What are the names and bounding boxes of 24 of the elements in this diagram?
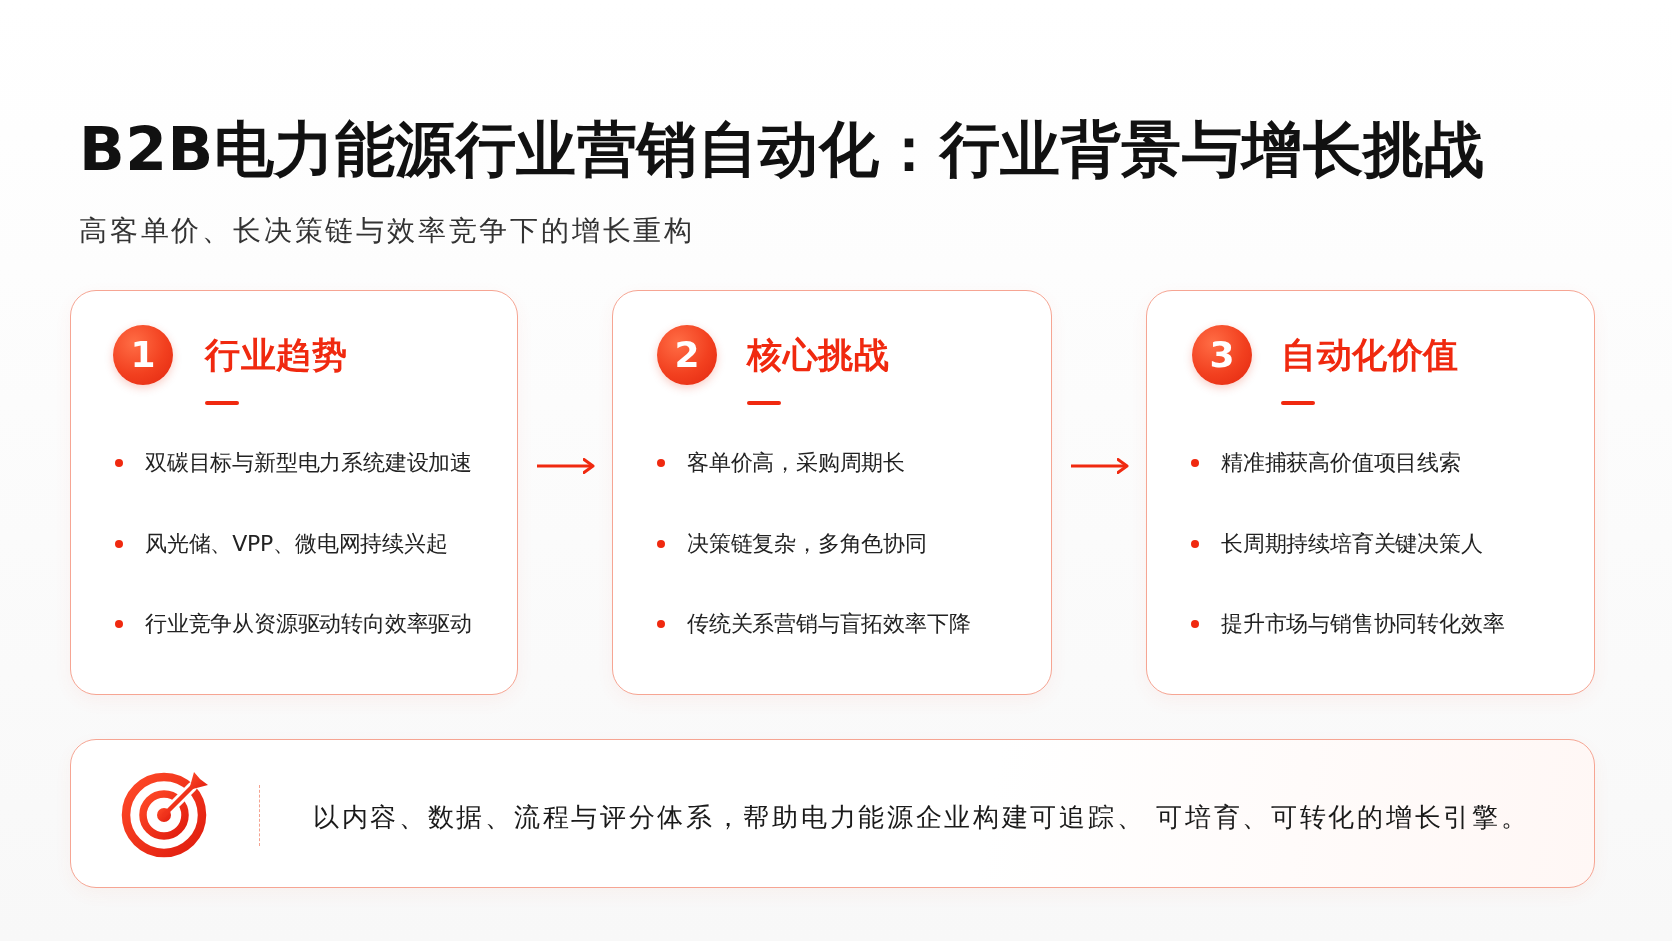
bullet-text: 精准捕获高价值项目线索 xyxy=(1221,449,1461,477)
arrow xyxy=(1071,458,1129,474)
page-title: B2B电力能源行业营销自动化：行业背景与增长挑战 xyxy=(79,113,1485,186)
number-badge: 1 xyxy=(113,325,173,385)
bullet-text: 双碳目标与新型电力系统建设加速 xyxy=(145,449,472,477)
bullet-text: 行业竞争从资源驱动转向效率驱动 xyxy=(145,610,472,638)
bullet-text: 客单价高，采购周期长 xyxy=(687,449,905,477)
card xyxy=(612,290,1052,695)
bullet-text: 决策链复杂，多角色协同 xyxy=(687,529,927,558)
number-badge: 2 xyxy=(657,325,717,385)
card xyxy=(70,290,518,695)
subtitle: 高客单价、长决策链与效率竞争下的增长重构 xyxy=(79,213,695,249)
bullet-text: 长周期持续培育关键决策人 xyxy=(1221,529,1483,558)
card-heading: 自动化价值 xyxy=(1281,334,1459,377)
arrow xyxy=(537,458,595,474)
number-badge: 3 xyxy=(1192,325,1252,385)
summary-text: 以内容、数据、流程与评分体系，帮助电力能源企业构建可追踪、 可培育、可转化的增长引擎。 xyxy=(313,801,1530,834)
bullet-text: 风光储、VPP、微电网持续兴起 xyxy=(145,529,448,558)
summary-banner xyxy=(70,739,1595,888)
bullet-text: 提升市场与销售协同转化效率 xyxy=(1221,610,1505,638)
card-heading: 行业趋势 xyxy=(205,334,347,377)
card xyxy=(1146,290,1595,695)
bullet-text: 传统关系营销与盲拓效率下降 xyxy=(687,610,971,638)
card-heading: 核心挑战 xyxy=(747,334,889,377)
